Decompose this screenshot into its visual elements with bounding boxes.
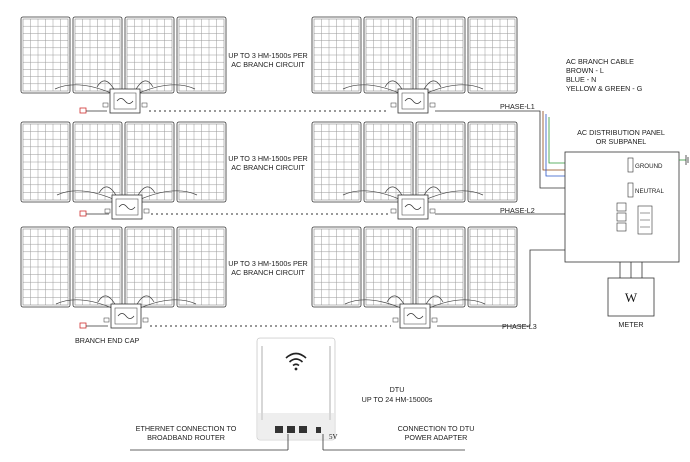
solar-panel-r1-g1-p3 xyxy=(124,16,175,94)
microinverter-r1-a xyxy=(54,80,196,114)
solar-panel-r3-g1-p3 xyxy=(124,226,175,308)
ground-bus xyxy=(627,157,634,173)
phase-l1-label: PHASE-L1 xyxy=(500,102,535,111)
solar-panel-r2-g1-p2 xyxy=(72,121,123,203)
solar-panel-r1-g1-p4 xyxy=(176,16,227,94)
branch-3-label-line-1: UP TO 3 HM-1500s PER xyxy=(228,259,308,268)
solar-panel-r3-g2-p2 xyxy=(363,226,414,308)
solar-panel-r3-g2-p1 xyxy=(311,226,362,308)
solar-panel-r3-g1-p2 xyxy=(72,226,123,308)
solar-panel-r3-g2-p4 xyxy=(467,226,518,308)
solar-panel-r3-g2-p3 xyxy=(415,226,466,308)
ground-label: GROUND xyxy=(635,163,663,170)
solar-panel-r1-g1-p1 xyxy=(20,16,71,94)
solar-panel-r1-g1-p2 xyxy=(72,16,123,94)
meter-symbol: W xyxy=(625,290,638,305)
microinverter-r3-b xyxy=(344,295,486,329)
ac-cable-line-blue: BLUE - N xyxy=(566,75,596,84)
dtu-capacity-label: UP TO 24 HM-15000s xyxy=(362,395,433,404)
solar-panel-r2-g1-p3 xyxy=(124,121,175,203)
solar-panel-r1-g2-p1 xyxy=(311,16,362,94)
branch-end-cap-label: BRANCH END CAP xyxy=(75,336,140,345)
dtu-port-label: 5V xyxy=(329,433,338,441)
dtu-port-4 xyxy=(316,427,321,433)
solar-panel-r2-g2-p3 xyxy=(415,121,466,203)
ethernet-label-line-1: ETHERNET CONNECTION TO xyxy=(136,424,237,433)
branch-end-cap xyxy=(79,322,87,329)
phase-l2-label: PHASE-L2 xyxy=(500,206,535,215)
power-label-line-2: POWER ADAPTER xyxy=(405,433,468,442)
meter-box xyxy=(607,277,655,317)
power-label-line-1: CONNECTION TO DTU xyxy=(398,424,475,433)
branch-1-label-line-1: UP TO 3 HM-1500s PER xyxy=(228,51,308,60)
phase-l3-label: PHASE-L3 xyxy=(502,322,537,331)
ac-cable-line-ground: YELLOW & GREEN - G xyxy=(566,84,643,93)
dtu-device: 5V xyxy=(256,337,338,441)
microinverter-r2-b xyxy=(342,186,484,220)
breakers xyxy=(616,202,653,235)
solar-panel-r1-g2-p3 xyxy=(415,16,466,94)
ac-cable-line-brown: BROWN - L xyxy=(566,66,604,75)
ac-cable-title: AC BRANCH CABLE xyxy=(566,57,634,66)
neutral-bus xyxy=(627,182,634,198)
neutral-label: NEUTRAL xyxy=(635,188,664,195)
solar-panel-r2-g2-p1 xyxy=(311,121,362,203)
branch-2-label-line-2: AC BRANCH CIRCUIT xyxy=(231,163,305,172)
dtu-port-1 xyxy=(275,426,283,433)
dtu-label: DTU xyxy=(390,385,405,394)
wifi-icon xyxy=(285,352,307,371)
solar-panel-r2-g1-p1 xyxy=(20,121,71,203)
branch-2-label-line-1: UP TO 3 HM-1500s PER xyxy=(228,154,308,163)
solar-panel-r2-g2-p2 xyxy=(363,121,414,203)
branch-end-cap xyxy=(79,107,87,114)
branch-1-label-line-2: AC BRANCH CIRCUIT xyxy=(231,60,305,69)
solar-panel-r1-g2-p4 xyxy=(467,16,518,94)
panel-title-line-1: AC DISTRIBUTION PANEL xyxy=(577,128,665,137)
solar-panel-r2-g2-p4 xyxy=(467,121,518,203)
dtu-port-3 xyxy=(299,426,307,433)
solar-panel-r1-g2-p2 xyxy=(363,16,414,94)
microinverter-r1-b xyxy=(342,80,484,114)
dtu-port-2 xyxy=(287,426,295,433)
solar-panel-r3-g1-p1 xyxy=(20,226,71,308)
ground-symbol xyxy=(679,155,689,165)
solar-panel-r2-g1-p4 xyxy=(176,121,227,203)
microinverter-r3-a xyxy=(55,295,197,329)
branch-end-cap xyxy=(79,210,87,217)
microinverter-r2-a xyxy=(56,186,198,220)
solar-arrays xyxy=(20,16,518,329)
ethernet-label-line-2: BROADBAND ROUTER xyxy=(147,433,225,442)
branch-3-label-line-2: AC BRANCH CIRCUIT xyxy=(231,268,305,277)
meter-label: METER xyxy=(618,320,643,329)
solar-panel-r3-g1-p4 xyxy=(176,226,227,308)
panel-title-line-2: OR SUBPANEL xyxy=(596,137,647,146)
